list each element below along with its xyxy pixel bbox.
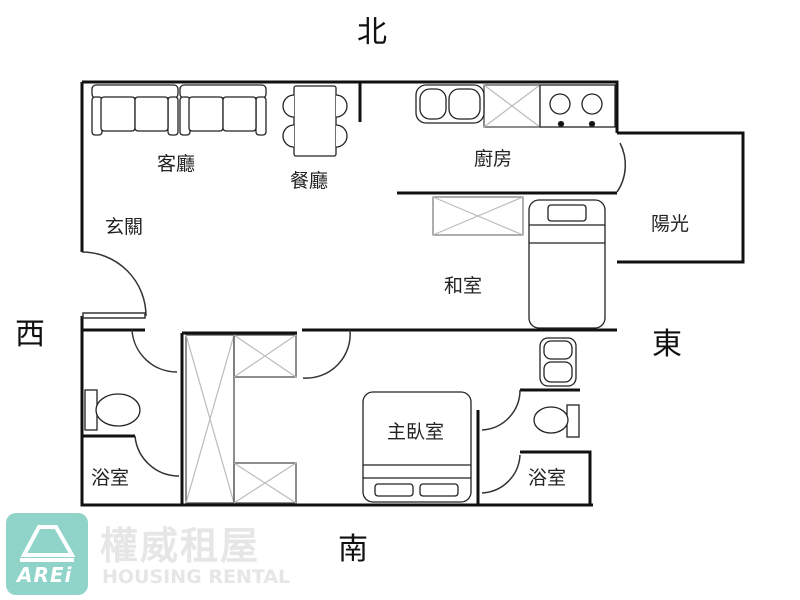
brand-name-en: HOUSING RENTAL xyxy=(102,566,291,588)
label-entrance: 玄關 xyxy=(105,216,143,238)
compass-north: 北 xyxy=(357,15,387,50)
compass-west: 西 xyxy=(15,317,45,352)
brand-name-cn: 權威租屋 xyxy=(100,524,261,568)
compass-east: 東 xyxy=(652,327,682,362)
label-living: 客廳 xyxy=(157,153,195,175)
label-dining: 餐廳 xyxy=(290,170,328,192)
label-kitchen: 廚房 xyxy=(474,147,512,170)
house-icon xyxy=(20,525,76,562)
logo-text: AREi xyxy=(17,563,73,587)
compass-south: 南 xyxy=(338,532,368,567)
label-bathroom-east: 浴室 xyxy=(528,467,566,489)
label-bathroom-west: 浴室 xyxy=(91,467,129,489)
brand-logo: AREi xyxy=(6,513,88,595)
label-master-bedroom: 主臥室 xyxy=(387,421,444,443)
label-balcony: 陽光 xyxy=(651,213,689,235)
label-tatami: 和室 xyxy=(444,275,482,297)
